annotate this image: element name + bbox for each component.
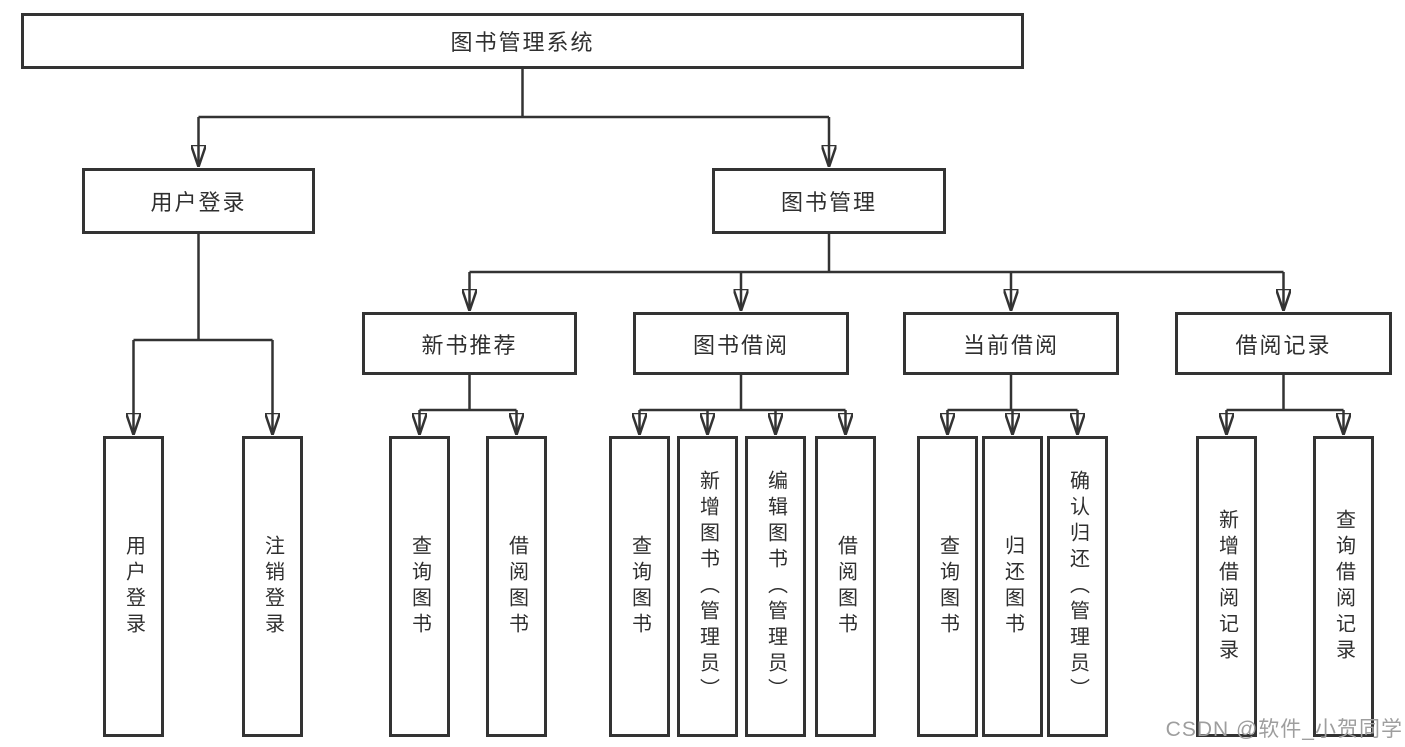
node-borrow-records: 借阅记录 — [1175, 312, 1392, 375]
csdn-watermark: CSDN @软件_小贺同学 — [1165, 718, 1403, 741]
node-new-book-recommend: 新书推荐 — [362, 312, 577, 375]
leaf-nb-borrow-books: 借阅图书 — [486, 436, 547, 737]
node-book-management: 图书管理 — [712, 168, 946, 234]
node-book-borrow: 图书借阅 — [633, 312, 849, 375]
leaf-bb-query-books: 查询图书 — [609, 436, 670, 737]
leaf-br-query-record-label: 查询借阅记录 — [1332, 508, 1355, 665]
leaf-cb-query-books: 查询图书 — [917, 436, 978, 737]
node-new-book-recommend-label: 新书推荐 — [421, 332, 518, 358]
leaf-br-query-record: 查询借阅记录 — [1313, 436, 1374, 737]
leaf-cb-query-books-label: 查询图书 — [936, 534, 959, 639]
leaf-bb-edit-books-admin: 编辑图书（管理员） — [745, 436, 806, 737]
node-user-login-label: 用户登录 — [150, 190, 247, 215]
node-book-management-label: 图书管理 — [780, 190, 877, 215]
node-root-label: 图书管理系统 — [450, 30, 595, 55]
leaf-logout: 注销登录 — [242, 436, 303, 737]
leaf-bb-edit-books-admin-label: 编辑图书（管理员） — [764, 469, 787, 704]
leaf-br-add-record-label: 新增借阅记录 — [1215, 508, 1238, 665]
node-book-borrow-label: 图书借阅 — [692, 332, 789, 358]
node-borrow-records-label: 借阅记录 — [1235, 332, 1332, 358]
node-user-login: 用户登录 — [82, 168, 315, 234]
leaf-cb-return-books: 归还图书 — [982, 436, 1043, 737]
leaf-user-login: 用户登录 — [103, 436, 164, 737]
leaf-nb-borrow-books-label: 借阅图书 — [505, 534, 528, 639]
leaf-cb-confirm-return-admin-label: 确认归还（管理员） — [1066, 469, 1089, 704]
leaf-user-login-label: 用户登录 — [122, 534, 145, 639]
node-current-borrow: 当前借阅 — [903, 312, 1119, 375]
leaf-logout-label: 注销登录 — [261, 534, 284, 639]
leaf-cb-return-books-label: 归还图书 — [1001, 534, 1024, 639]
node-root: 图书管理系统 — [21, 13, 1024, 69]
leaf-cb-confirm-return-admin: 确认归还（管理员） — [1047, 436, 1108, 737]
leaf-bb-add-books-admin-label: 新增图书（管理员） — [696, 469, 719, 704]
leaf-bb-query-books-label: 查询图书 — [628, 534, 651, 639]
leaf-nb-query-books: 查询图书 — [389, 436, 450, 737]
leaf-br-add-record: 新增借阅记录 — [1196, 436, 1257, 737]
leaf-bb-borrow-books-label: 借阅图书 — [834, 534, 857, 639]
node-current-borrow-label: 当前借阅 — [962, 332, 1059, 358]
leaf-bb-borrow-books: 借阅图书 — [815, 436, 876, 737]
leaf-bb-add-books-admin: 新增图书（管理员） — [677, 436, 738, 737]
leaf-nb-query-books-label: 查询图书 — [408, 534, 431, 639]
